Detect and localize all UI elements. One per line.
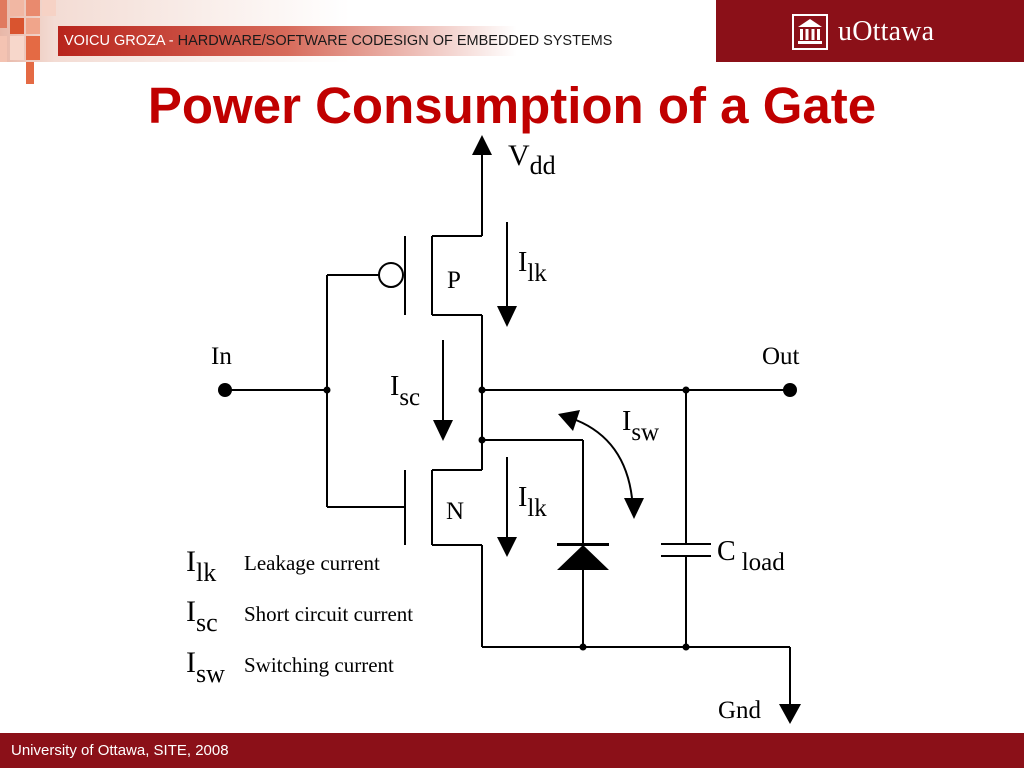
isw-label: Isw <box>622 406 659 446</box>
junction-dot <box>579 643 587 651</box>
isw-arrow-start-icon <box>558 410 580 431</box>
junction-dot <box>478 436 486 444</box>
legend-desc: Short circuit current <box>244 602 413 626</box>
ilk-bottom-sub: lk <box>527 495 547 522</box>
isw-main: I <box>622 406 631 437</box>
diode-icon <box>557 545 609 570</box>
isw-arrow-arc <box>575 419 633 499</box>
decor-square <box>10 36 24 60</box>
decor-square <box>26 36 40 60</box>
isc-sub: sc <box>399 384 420 411</box>
slide-title: Power Consumption of a Gate <box>147 77 877 134</box>
legend-desc: Leakage current <box>244 551 380 575</box>
nmos-label: N <box>446 498 464 525</box>
junction-dot <box>478 386 486 394</box>
vdd-arrow-icon <box>472 135 492 155</box>
header-title-prefix: VOICU GROZA - <box>64 33 178 49</box>
ilk-top-arrow-icon <box>497 306 517 327</box>
decor-square <box>26 0 40 16</box>
cload-sub: load <box>742 549 786 576</box>
output-label: Out <box>762 343 800 370</box>
vdd-label: Vdd <box>508 139 556 180</box>
ilk-bottom-label: Ilk <box>518 482 547 522</box>
ilk-bottom-main: I <box>518 482 527 513</box>
gnd-arrow-icon <box>779 704 801 724</box>
legend-symbol-sub: sc <box>196 608 218 637</box>
logo-text: uOttawa <box>838 16 935 47</box>
legend-symbol-sub: lk <box>196 558 216 587</box>
vdd-label-sub: dd <box>530 151 556 180</box>
decor-square <box>10 18 24 34</box>
isc-label: Isc <box>390 371 420 411</box>
decor-square <box>26 62 34 84</box>
legend: Ilk Leakage current Isc Short circuit cu… <box>186 545 413 688</box>
isw-sub: sw <box>631 419 659 446</box>
pmos-bubble <box>378 262 404 288</box>
decor-square <box>0 36 7 62</box>
pmos-label: P <box>447 267 461 294</box>
footer-bar <box>0 733 1024 768</box>
footer-text: University of Ottawa, SITE, 2008 <box>11 742 229 759</box>
legend-symbol-sub: sw <box>196 659 225 688</box>
legend-symbol-main: I <box>186 545 196 578</box>
legend-symbol-main: I <box>186 646 196 679</box>
ilk-top-label: Ilk <box>518 247 547 287</box>
decor-square <box>0 0 7 28</box>
header-title: VOICU GROZA - HARDWARE/SOFTWARE CODESIGN… <box>58 26 713 56</box>
legend-symbol-main: I <box>186 595 196 628</box>
junction-dot <box>682 386 690 394</box>
legend-symbol: Ilk <box>186 545 216 587</box>
isc-main: I <box>390 371 399 402</box>
legend-desc: Switching current <box>244 653 394 677</box>
decor-square <box>10 0 24 16</box>
isc-arrow-icon <box>433 420 453 441</box>
cload-main: C <box>717 536 736 567</box>
decor-square <box>42 0 56 16</box>
vdd-label-main: V <box>508 139 530 172</box>
ilk-top-sub: lk <box>527 260 547 287</box>
output-terminal <box>783 383 797 397</box>
legend-symbol: Isw <box>186 646 225 688</box>
logo-panel <box>716 0 1024 62</box>
junction-dot <box>323 386 331 394</box>
isw-arrow-end-icon <box>624 498 644 519</box>
decor-square <box>26 18 40 34</box>
gnd-label: Gnd <box>718 697 762 724</box>
university-building-icon <box>792 14 828 50</box>
ilk-top-main: I <box>518 247 527 278</box>
legend-symbol: Isc <box>186 595 218 637</box>
input-terminal <box>218 383 232 397</box>
junction-dot <box>682 643 690 651</box>
header-title-main: HARDWARE/SOFTWARE CODESIGN OF EMBEDDED S… <box>177 33 613 49</box>
diode-bar <box>557 543 609 546</box>
input-label: In <box>211 343 232 370</box>
ilk-bottom-arrow-icon <box>497 537 517 557</box>
